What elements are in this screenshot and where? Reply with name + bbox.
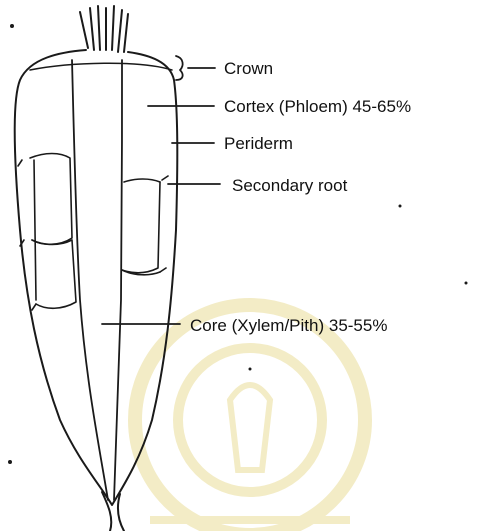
- core-callout: Core (Xylem/Pith) 35-55%: [102, 316, 387, 335]
- watermark-seal: [135, 305, 365, 531]
- periderm-callout: Periderm: [172, 134, 293, 153]
- crown-callout: Crown: [176, 56, 273, 80]
- cortex-label: Cortex (Phloem) 45-65%: [224, 97, 411, 116]
- secondary-root-callout: Secondary root: [168, 176, 348, 195]
- left-cortex-segments: [30, 154, 76, 309]
- core-left-boundary: [72, 60, 108, 500]
- periderm-label: Periderm: [224, 134, 293, 153]
- crown-band: [30, 63, 172, 70]
- cortex-callout: Cortex (Phloem) 45-65%: [148, 97, 411, 116]
- leaf-stems: [80, 6, 128, 52]
- secondary-root-label: Secondary root: [232, 176, 348, 195]
- right-cortex-segments: [122, 179, 160, 275]
- core-right-boundary: [114, 60, 122, 500]
- core-label: Core (Xylem/Pith) 35-55%: [190, 316, 387, 335]
- carrot-outline: [15, 50, 178, 505]
- root-tip: [102, 492, 124, 531]
- crown-label: Crown: [224, 59, 273, 78]
- secondary-rootlets: [18, 160, 168, 310]
